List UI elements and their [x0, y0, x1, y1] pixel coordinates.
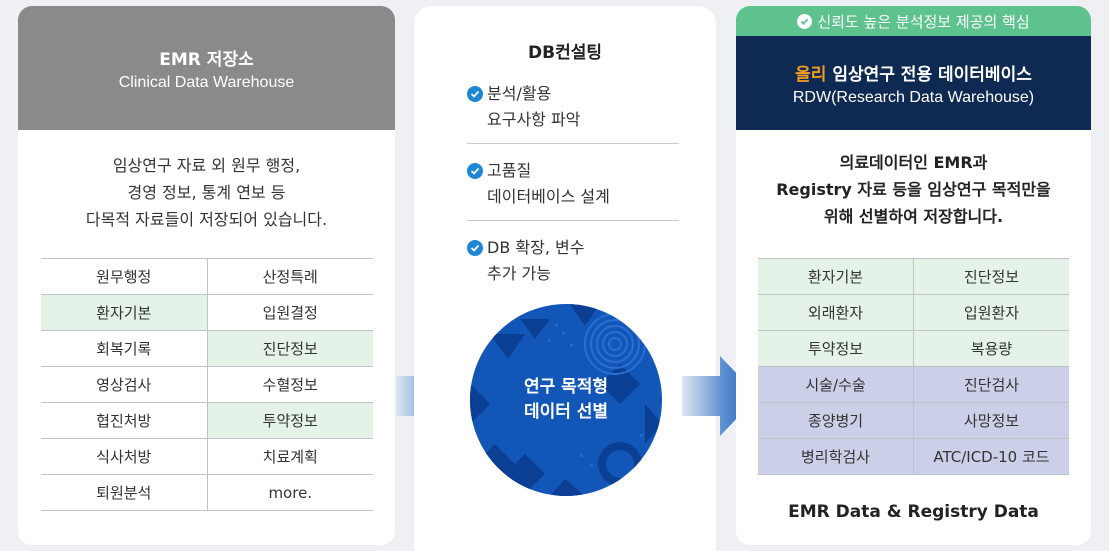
table-cell: 진단정보 — [206, 331, 373, 366]
table-cell: 외래환자 — [758, 295, 913, 330]
table-cell: ATC/ICD-10 코드 — [913, 439, 1069, 474]
core-badge-text: 신뢰도 높은 분석정보 제공의 핵심 — [817, 12, 1030, 31]
table-cell: 영상검사 — [96, 376, 152, 394]
table-cell: 입원환자 — [913, 295, 1069, 330]
table-cell: 사망정보 — [913, 403, 1069, 438]
consulting-item: DB 확장, 변수 추가 가능 — [467, 231, 679, 297]
db-consulting-card: DB컨설팅 분석/활용 요구사항 파악 고품질 데이터베이스 설계 DB 확장,… — [414, 6, 716, 551]
core-badge: 신뢰도 높은 분석정보 제공의 핵심 — [736, 6, 1091, 36]
table-cell: 산정특례 — [206, 259, 374, 294]
circle-label-line: 연구 목적형 — [523, 377, 609, 397]
table-cell: 투약정보 — [758, 331, 913, 366]
rdw-footer: EMR Data & Registry Data — [788, 502, 1039, 522]
table-cell: 복용량 — [913, 331, 1069, 366]
table-cell: more. — [206, 475, 374, 510]
rdw-title-text: 임상연구 전용 데이터베이스 — [832, 64, 1032, 85]
check-circle-icon — [797, 13, 813, 29]
table-cell: 원무행정 — [96, 268, 152, 286]
check-circle-icon — [467, 240, 483, 256]
table-cell: 치료계획 — [206, 439, 374, 474]
table-cell: 수혈정보 — [206, 367, 374, 402]
emr-storage-subtitle: Clinical Data Warehouse — [118, 73, 295, 91]
consulting-item-line2: 요구사항 파악 — [487, 110, 581, 129]
table-row: 퇴원분석 more. — [41, 475, 373, 511]
consulting-item: 고품질 데이터베이스 설계 — [467, 154, 679, 221]
table-cell: 환자기본 — [758, 259, 913, 294]
table-row: 영상검사 수혈정보 — [41, 367, 373, 403]
emr-storage-header: EMR 저장소 Clinical Data Warehouse — [18, 6, 395, 130]
emr-storage-title: EMR 저장소 — [159, 49, 254, 70]
table-cell: 시술/수술 — [758, 367, 913, 402]
rdw-title: 올리 임상연구 전용 데이터베이스 — [795, 60, 1032, 85]
table-cell: 협진처방 — [96, 412, 152, 430]
circle-label-line: 데이터 선별 — [523, 402, 609, 422]
description-line: 의료데이터인 EMR과 — [839, 153, 988, 172]
check-circle-icon — [467, 163, 483, 179]
consulting-item-line1: DB 확장, 변수 — [487, 238, 585, 257]
table-cell: 종양병기 — [758, 403, 913, 438]
description-line: Registry 자료 등을 임상연구 목적만을 — [776, 180, 1051, 199]
table-row: 협진처방 투약정보 — [41, 403, 373, 439]
db-consulting-title: DB컨설팅 — [528, 43, 602, 63]
rdw-description: 의료데이터인 EMR과 Registry 자료 등을 임상연구 목적만을 위해 … — [736, 130, 1091, 230]
data-selection-label: 연구 목적형 데이터 선별 — [470, 304, 662, 496]
table-row: 식사처방 치료계획 — [41, 439, 373, 475]
rdw-card: 신뢰도 높은 분석정보 제공의 핵심 올리 임상연구 전용 데이터베이스 RDW… — [736, 6, 1091, 545]
description-line: 경영 정보, 통계 연보 등 — [127, 183, 286, 202]
table-cell: 투약정보 — [206, 403, 373, 438]
description-line: 다목적 자료들이 저장되어 있습니다. — [85, 210, 328, 229]
table-cell: 퇴원분석 — [96, 484, 152, 502]
rdw-title-brand: 올리 — [795, 64, 827, 85]
consulting-item-line1: 분석/활용 — [487, 84, 552, 103]
table-cell: 진단정보 — [913, 259, 1069, 294]
table-row: 회복기록 진단정보 — [41, 331, 373, 367]
data-selection-circle — [470, 304, 662, 496]
table-cell: 진단검사 — [913, 367, 1069, 402]
rdw-subtitle: RDW(Research Data Warehouse) — [792, 88, 1035, 106]
consulting-list: 분석/활용 요구사항 파악 고품질 데이터베이스 설계 DB 확장, 변수 추가… — [467, 77, 679, 307]
rdw-header: 올리 임상연구 전용 데이터베이스 RDW(Research Data Ware… — [736, 36, 1091, 130]
table-cell: 병리학검사 — [758, 439, 913, 474]
emr-storage-description: 임상연구 자료 외 원무 행정, 경영 정보, 통계 연보 등 다목적 자료들이… — [18, 130, 395, 258]
table-cell: 회복기록 — [96, 340, 152, 358]
description-line: 위해 선별하여 저장합니다. — [823, 207, 1004, 226]
table-row: 원무행정 산정특례 — [41, 259, 373, 295]
table-cell: 식사처방 — [96, 448, 152, 466]
description-line: 임상연구 자료 외 원무 행정, — [112, 156, 301, 175]
table-cell: 환자기본 — [41, 295, 207, 330]
emr-storage-card: EMR 저장소 Clinical Data Warehouse 임상연구 자료 … — [18, 6, 395, 545]
consulting-item-line1: 고품질 — [487, 161, 532, 180]
consulting-item: 분석/활용 요구사항 파악 — [467, 77, 679, 144]
table-cell: 입원결정 — [206, 295, 374, 330]
consulting-item-line2: 데이터베이스 설계 — [487, 187, 610, 206]
consulting-item-line2: 추가 가능 — [487, 264, 551, 283]
check-circle-icon — [467, 86, 483, 102]
